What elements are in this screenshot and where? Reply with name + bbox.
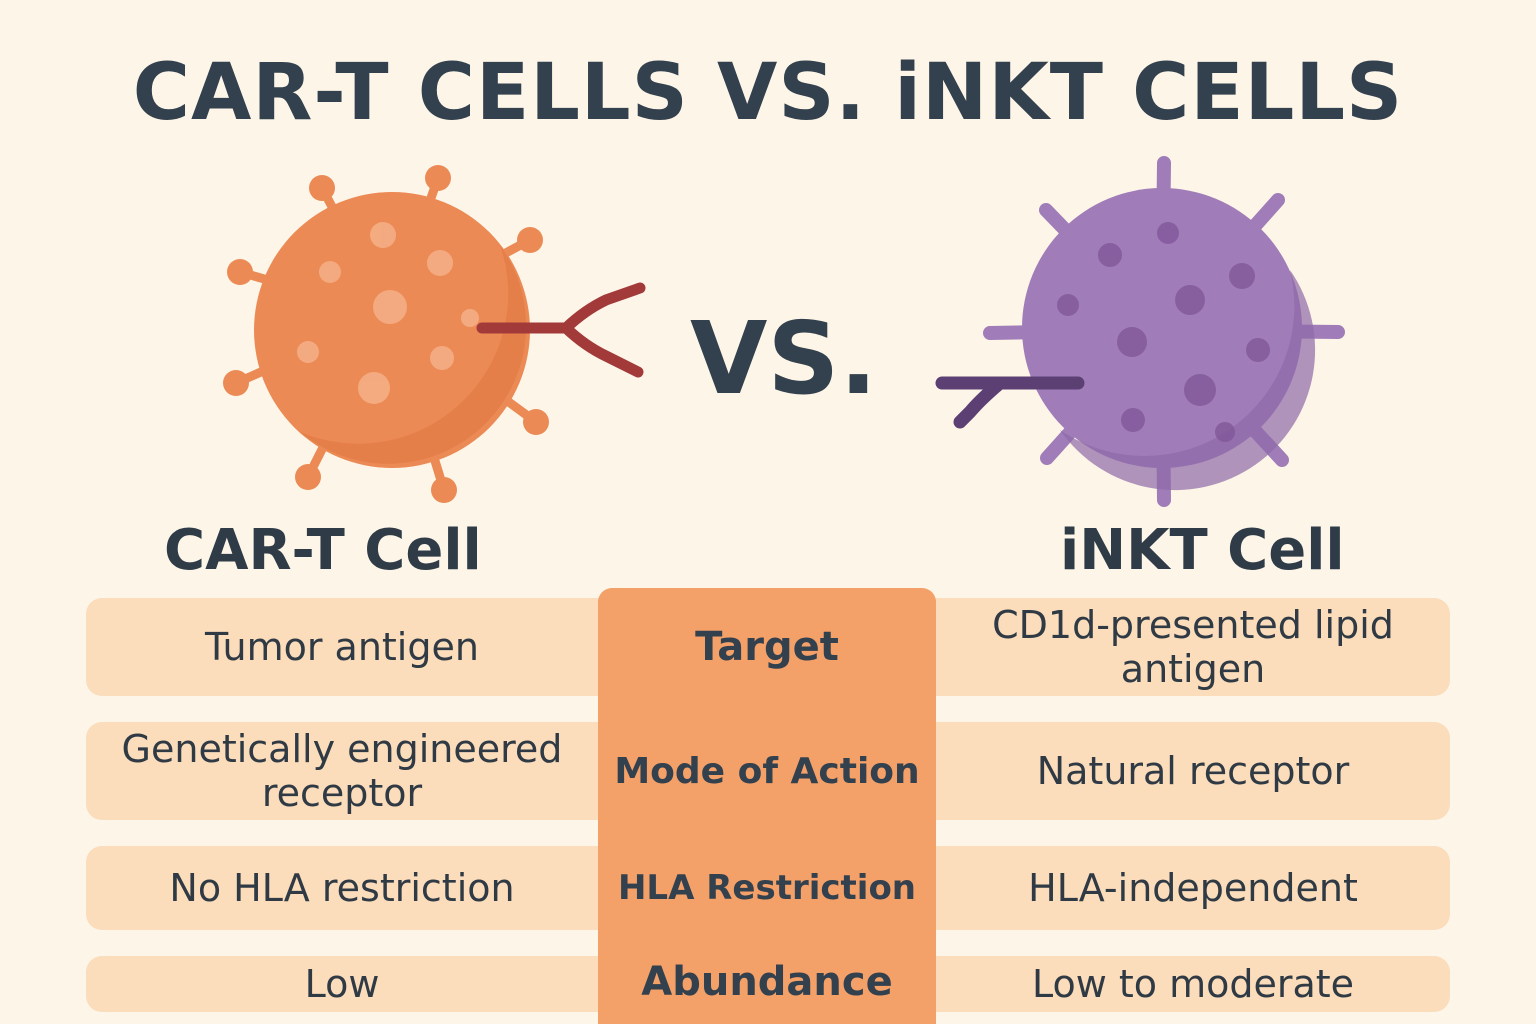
cells-illustration: [223, 156, 1345, 507]
inkt-hla-value: HLA-independent: [1028, 866, 1358, 910]
inkt-cell-label: iNKT Cell: [1060, 518, 1345, 583]
inkt-target-value: CD1d-presented lipid antigen: [992, 603, 1394, 691]
category-abundance: Abundance: [641, 959, 893, 1005]
vs-label: VS.: [690, 300, 878, 417]
inkt-abundance-value: Low to moderate: [1031, 962, 1355, 1006]
car-t-cell-icon: [223, 165, 646, 503]
car-t-abundance-value: Low: [304, 962, 380, 1006]
inkt-mode-of-action-value: Natural receptor: [1036, 749, 1350, 793]
car-t-target-value: Tumor antigen: [205, 625, 479, 669]
category-column: [598, 588, 936, 1024]
car-t-hla-value: No HLA restriction: [169, 866, 515, 910]
inkt-cell-icon: [935, 156, 1345, 507]
page-title: CAR-T CELLS VS. iNKT CELLS: [132, 48, 1404, 138]
category-mode-of-action: Mode of Action: [614, 750, 920, 792]
category-target: Target: [695, 624, 839, 670]
category-hla-restriction: HLA Restriction: [617, 868, 917, 908]
car-t-cell-label: CAR-T Cell: [164, 518, 482, 583]
car-t-mode-of-action-value: Genetically engineered receptor: [121, 727, 563, 815]
